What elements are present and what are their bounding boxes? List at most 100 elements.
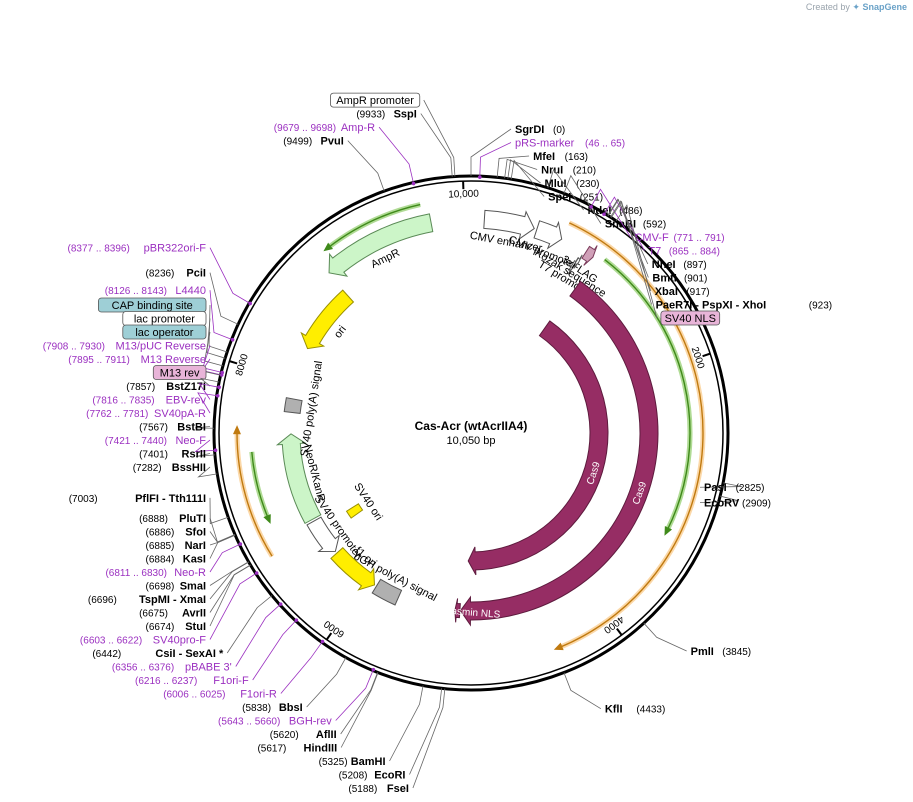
feature-3xflag[interactable] <box>581 245 598 266</box>
feature-f1-ori[interactable] <box>330 546 376 591</box>
site-label-group[interactable]: BmtI(901) <box>652 273 707 285</box>
site-label-group[interactable]: RsrII(7401) <box>139 449 206 461</box>
label-leader-line <box>194 439 215 453</box>
feature-cas9[interactable] <box>467 320 609 576</box>
site-name: SgrDI <box>515 124 544 136</box>
box-label-group[interactable]: CAP binding site <box>98 297 207 313</box>
site-label-group[interactable]: SspI(9933) <box>356 109 417 121</box>
primer-label-group[interactable]: EBV-rev(7816 .. 7835) <box>92 395 206 407</box>
primer-site-marker <box>602 212 606 217</box>
site-name: SfoI <box>185 527 206 539</box>
primer-label-group[interactable]: F1ori-F(6216 .. 6237) <box>135 675 249 687</box>
site-label-group[interactable]: PflFI - Tth111I(7003) <box>69 493 206 505</box>
feature-kozak-sequence[interactable] <box>573 254 583 269</box>
site-label-group[interactable]: PaeR7I - PspXI - XhoI(923) <box>656 300 833 312</box>
site-label-group[interactable]: HindIII(5617) <box>257 743 337 755</box>
feature-sv40-ori[interactable] <box>345 503 364 519</box>
primer-label-group[interactable]: SV40pro-F(6603 .. 6622) <box>80 635 206 647</box>
box-label-group[interactable]: AmpR promoter <box>330 92 421 108</box>
feature-ori[interactable] <box>300 289 355 350</box>
label-leader-line <box>209 247 250 304</box>
label-leader-line <box>209 573 257 640</box>
site-label-group[interactable]: PvuI(9499) <box>283 136 344 148</box>
primer-label-group[interactable]: L4440(8126 .. 8143) <box>105 285 206 297</box>
site-label-group[interactable]: NruI(210) <box>541 165 596 177</box>
label-leader-line <box>209 497 229 525</box>
site-name: SpeI <box>548 192 571 204</box>
site-label-group[interactable]: BbsI(5838) <box>242 702 303 714</box>
feature-cas9[interactable] <box>459 280 659 627</box>
primer-label-group[interactable]: SV40pA-R(7762 .. 7781) <box>86 408 206 420</box>
site-label-group[interactable]: FseI(5188) <box>348 783 409 795</box>
site-label-group[interactable]: AvrII(6675) <box>139 608 206 620</box>
feature-sv40-promoter[interactable] <box>306 516 341 553</box>
site-label-group[interactable]: NheI(897) <box>652 259 707 271</box>
box-label-group[interactable]: M13 rev <box>152 365 207 380</box>
primer-label-group[interactable]: Neo-F(7421 .. 7440) <box>105 435 207 447</box>
site-label-group[interactable]: PciI(8236) <box>145 268 206 280</box>
box-label-group[interactable]: SV40 NLS <box>660 310 721 326</box>
site-label-group[interactable]: TspMI - XmaI(6696) <box>88 594 206 606</box>
label-leader-line <box>306 657 347 708</box>
site-label-group[interactable]: StuI(6674) <box>145 621 206 633</box>
site-position: (5188) <box>348 784 377 795</box>
feature-cmv-enhancer[interactable] <box>483 209 535 241</box>
site-label-group[interactable]: KasI(6884) <box>145 554 206 566</box>
primer-label-group[interactable]: Neo-R(6811 .. 6830) <box>105 567 206 579</box>
feature-ampr[interactable] <box>328 213 434 277</box>
primer-label-group[interactable]: pBR322ori-F(8377 .. 8396) <box>68 243 207 255</box>
box-label-group[interactable]: lac operator <box>122 324 207 340</box>
site-label-group[interactable]: PasI(2825) <box>704 482 765 494</box>
site-position: (6886) <box>145 528 174 539</box>
site-label-group[interactable]: KflI(4433) <box>605 704 666 716</box>
site-label-group[interactable]: AflII(5620) <box>270 729 337 741</box>
primer-label-group[interactable]: F1ori-R(6006 .. 6025) <box>163 689 277 701</box>
site-label-group[interactable]: BamHI(5325) <box>319 756 386 768</box>
plasmid-name: Cas-Acr (wtAcrIIA4) <box>415 419 528 433</box>
orf-arrowhead <box>323 242 334 252</box>
site-name: BssHII <box>172 462 206 474</box>
label-leader-line <box>209 564 251 627</box>
site-name: AflII <box>316 729 337 741</box>
site-label-group[interactable]: SfoI (6886) <box>145 527 206 539</box>
site-name: RsrII <box>182 449 206 461</box>
orf-line <box>327 203 421 249</box>
primer-label-group[interactable]: pBABE 3'(6356 .. 6376) <box>112 662 232 674</box>
site-label-group[interactable]: BstZ17I(7857) <box>126 381 206 393</box>
site-label-group[interactable]: EcoRI(5208) <box>339 770 406 782</box>
primer-label-group[interactable]: BGH-rev(5643 .. 5660) <box>218 716 332 728</box>
primer-label-group[interactable]: CMV-F(771 .. 791) <box>634 232 724 244</box>
site-label-group[interactable]: MfeI(163) <box>533 151 588 163</box>
primer-label-group[interactable]: T7(865 .. 884) <box>648 246 720 258</box>
primer-label-group[interactable]: M13/pUC Reverse(7908 .. 7930) <box>43 341 206 353</box>
feature-nucleoplasmin-nls[interactable] <box>454 598 461 623</box>
site-label-group[interactable]: XbaI(917) <box>655 286 710 298</box>
primer-label-group[interactable]: Amp-R(9679 .. 9698) <box>274 122 375 134</box>
site-label-group[interactable]: SnaBI(592) <box>605 219 666 231</box>
feature-sv40-poly-a-signal[interactable] <box>283 397 303 414</box>
site-label-group[interactable]: NarI(6885) <box>145 540 206 552</box>
label-layer: SgrDI(0) pRS-marker(46 .. 65)MfeI(163) Nru… <box>43 92 833 795</box>
credit-brand: SnapGene <box>862 2 907 12</box>
primer-label-group[interactable]: pRS-marker(46 .. 65) <box>515 138 625 150</box>
site-label-group[interactable]: BstBI(7567) <box>139 422 206 434</box>
site-label-group[interactable]: PmlI(3845) <box>691 646 752 658</box>
site-label-group[interactable]: MluI(230) <box>545 178 600 190</box>
site-label-group[interactable]: EcoRV(2909) <box>704 498 771 510</box>
primer-name: pBABE 3' <box>185 662 232 674</box>
primer-name: EBV-rev <box>166 395 207 407</box>
feature-cmv-promoter[interactable] <box>533 220 563 250</box>
box-label-group[interactable]: lac promoter <box>122 311 207 326</box>
site-position: (7282) <box>133 463 162 474</box>
site-label-group[interactable]: SpeI(251) <box>548 192 603 204</box>
primer-label-group[interactable]: M13 Reverse(7895 .. 7911) <box>68 354 206 366</box>
site-label-group[interactable]: SgrDI(0) <box>515 124 565 136</box>
site-label-group[interactable]: PluTI(6888) <box>139 513 206 525</box>
label-leader-line <box>547 168 584 211</box>
label-leader-line <box>420 113 453 177</box>
site-label-group[interactable]: BssHII (7282) <box>133 462 206 474</box>
site-label-group[interactable]: SmaI(6698) <box>145 581 206 593</box>
feature-neor-kanr[interactable] <box>275 433 322 525</box>
site-label-group[interactable]: CsiI - SexAI *(6442) <box>92 648 224 660</box>
feature-bgh-poly-a-signal[interactable] <box>371 578 403 606</box>
